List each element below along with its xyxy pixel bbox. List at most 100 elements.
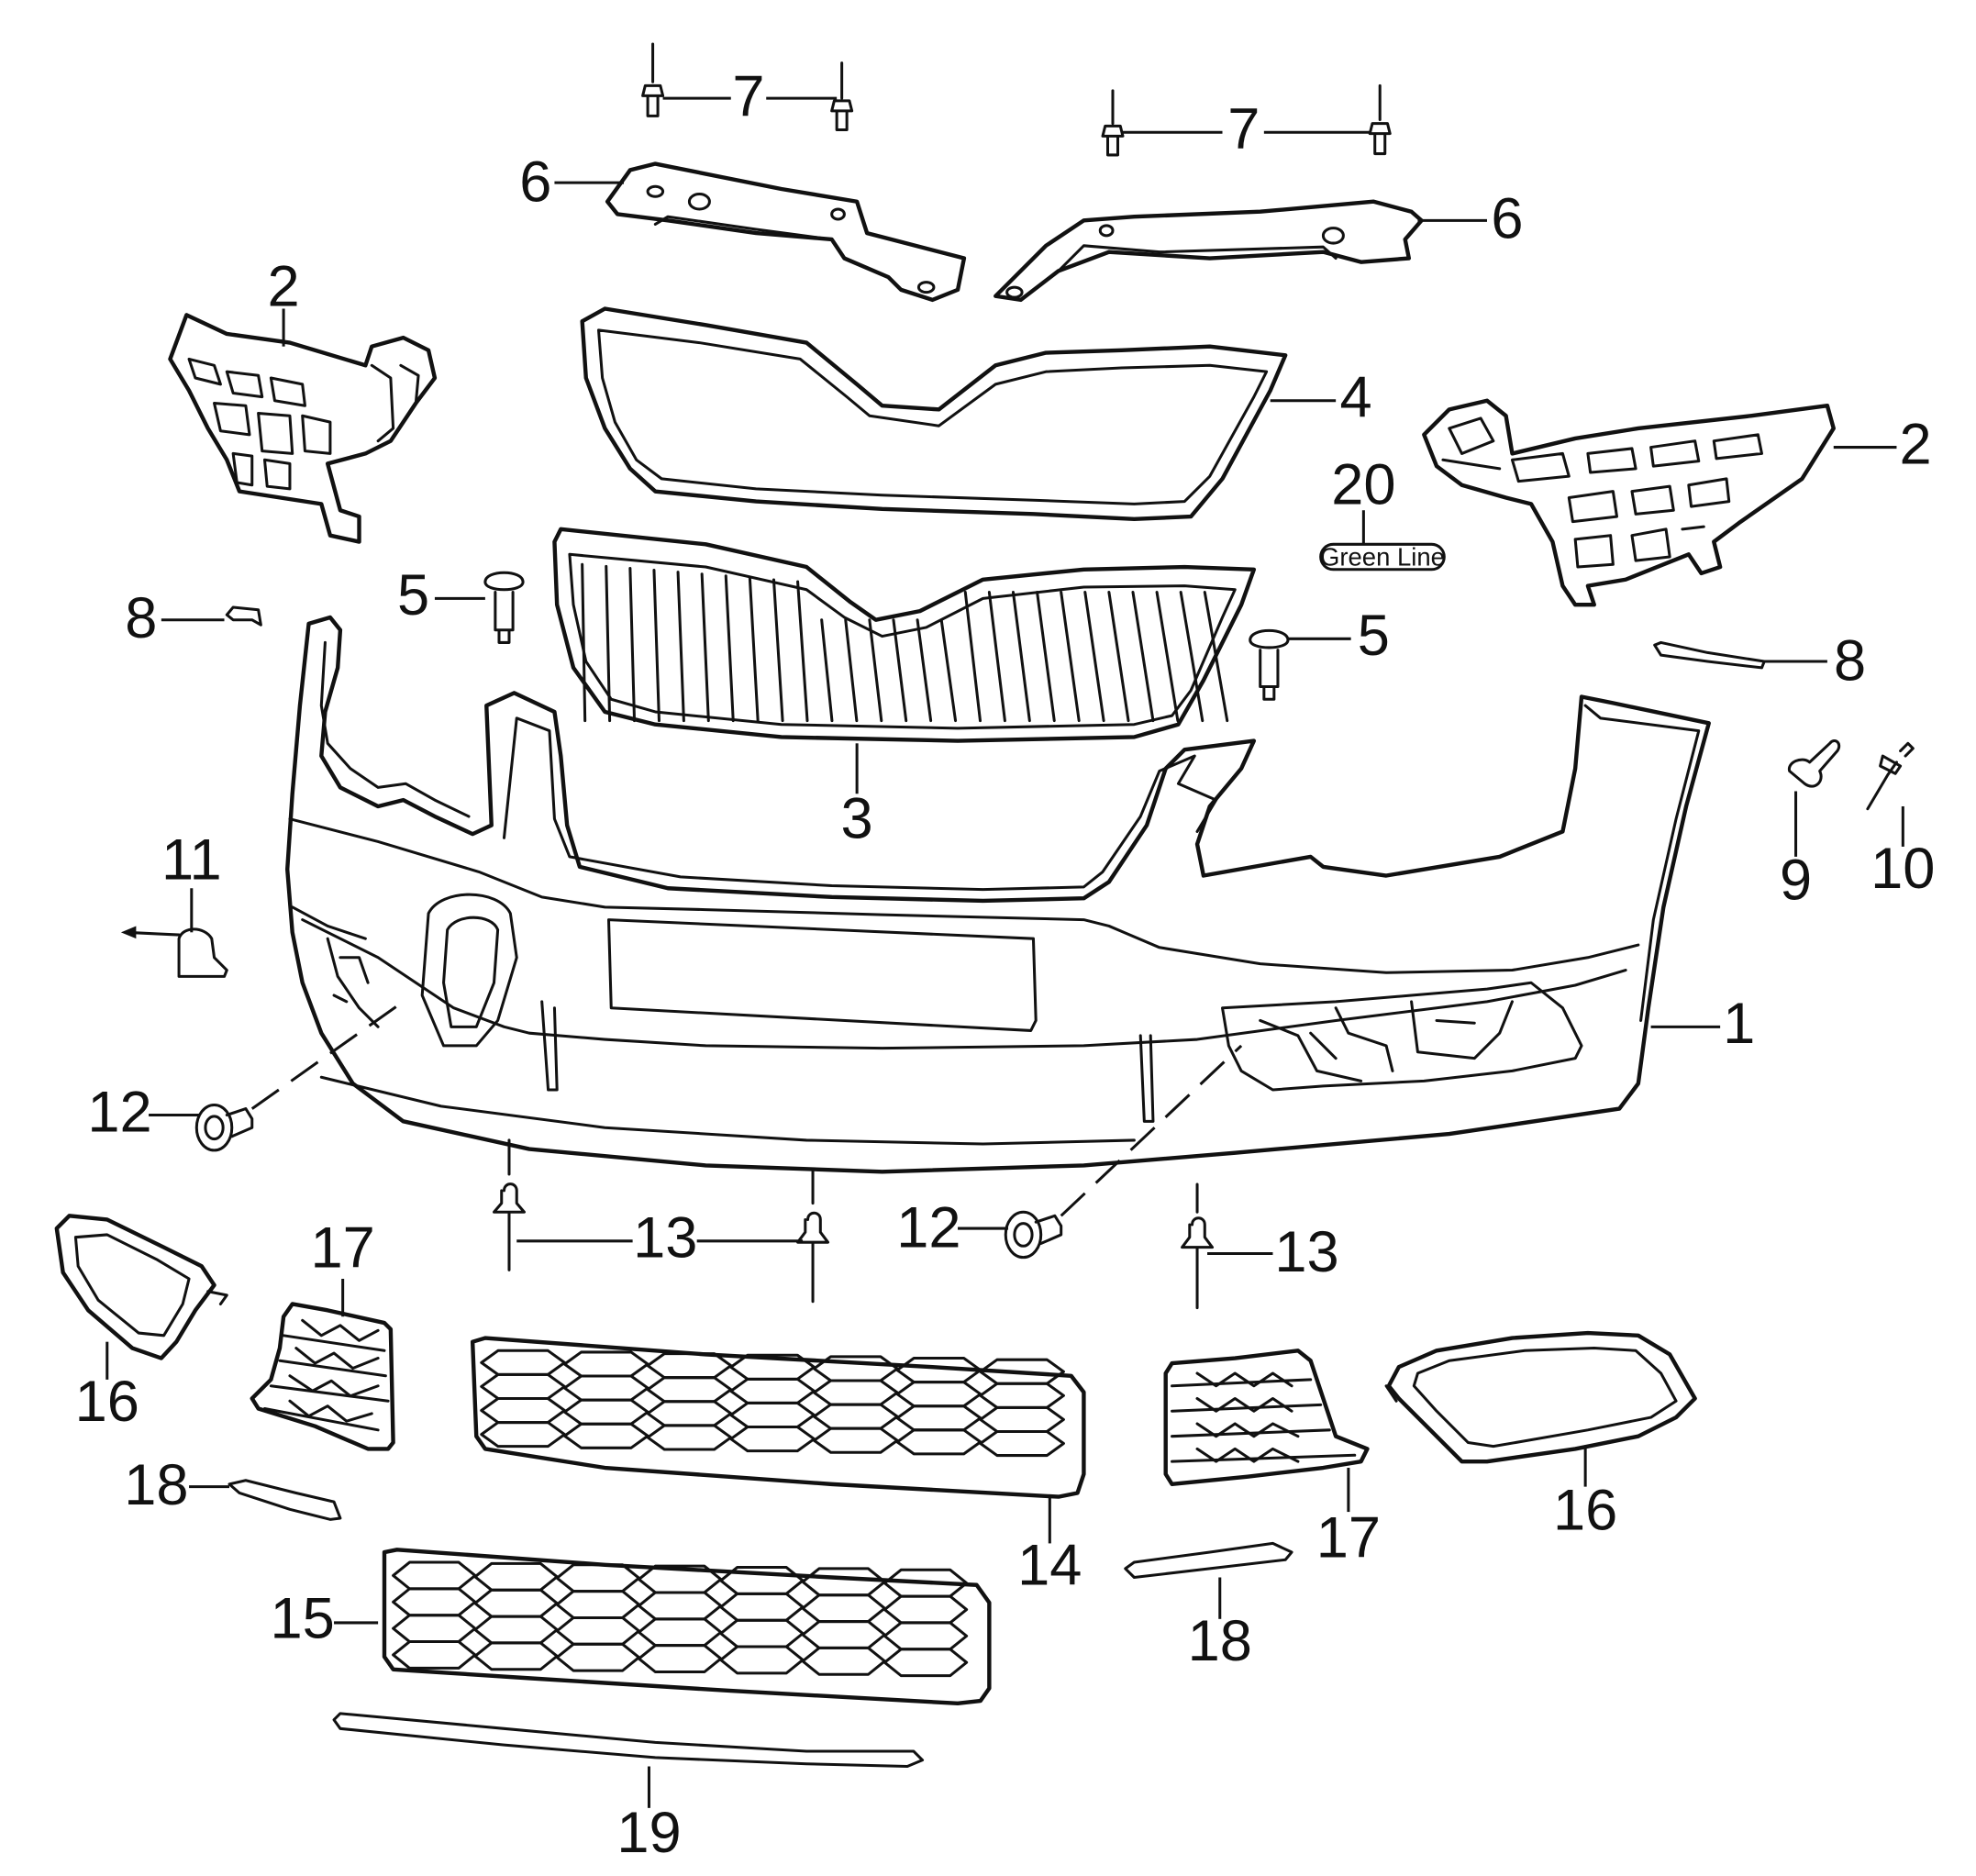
grille-15-cell (719, 1645, 805, 1675)
grille-15-cell (555, 1642, 640, 1672)
leader-lines (105, 96, 1904, 1808)
grille-14-cell (646, 1352, 733, 1380)
grille-14-cell (480, 1421, 566, 1449)
grille-bars (581, 562, 1229, 723)
grille-bar (1011, 590, 1031, 723)
grille-15-cell (637, 1591, 723, 1621)
grille-bar (724, 574, 735, 723)
part-16-fog-frame-left (54, 1214, 228, 1360)
grille-bar (1155, 590, 1180, 723)
grille-14-cell (895, 1404, 982, 1432)
grille-bar (1179, 590, 1204, 723)
grille-14-cell (562, 1422, 649, 1449)
grille-15-cell (473, 1641, 559, 1671)
part-12-bolt-right (1004, 1210, 1063, 1260)
grille-bar (1083, 590, 1105, 723)
callout-8-right: 8 (1834, 629, 1866, 694)
callout-5-left: 5 (397, 563, 429, 627)
grille-bar (796, 580, 809, 723)
part-19-lower-trim-strip (332, 1712, 925, 1769)
callout-17-left: 17 (311, 1216, 375, 1281)
grille-14-cell (895, 1428, 982, 1456)
grille-15-cells (392, 1560, 969, 1678)
grille-15-cell (473, 1561, 559, 1592)
grille-14-cell (562, 1350, 649, 1378)
grille-bar (892, 618, 908, 723)
part-10-rivet (1866, 741, 1915, 811)
callout-6-right: 6 (1491, 187, 1523, 251)
part-1-bumper-cover (285, 615, 1711, 1174)
part-18-trim-left (228, 1479, 342, 1521)
grille-bar (581, 562, 587, 723)
grille-14-cell (729, 1426, 816, 1453)
grille-15-cell (883, 1648, 969, 1678)
grille-bar (939, 618, 958, 723)
grille-bar (676, 571, 685, 723)
grille-15-cell (555, 1590, 640, 1619)
part-5-clip-left (483, 571, 525, 644)
callout-18-left: 18 (124, 1453, 188, 1517)
grille-bar (1131, 590, 1155, 723)
grille-15-cell (883, 1621, 969, 1651)
grille-14-cell (895, 1381, 982, 1408)
callout-16-right: 16 (1553, 1478, 1617, 1542)
grille-bar (1036, 590, 1056, 723)
callout-3: 3 (841, 786, 873, 850)
grille-bar (1203, 590, 1229, 723)
grille-15-cell (473, 1588, 559, 1618)
callout-labels: 1 2 2 3 4 5 5 6 6 7 7 8 8 9 10 11 12 12 … (75, 64, 1936, 1865)
part-5-clip-right (1249, 629, 1290, 701)
part-6-right-bracket (994, 199, 1424, 303)
callout-14: 14 (1017, 1534, 1082, 1598)
grille-bar (652, 569, 661, 723)
grille-14-cell (562, 1374, 649, 1402)
grille-15-cell (801, 1620, 886, 1649)
grille-15-cell (392, 1640, 477, 1670)
grille-14-cell (979, 1429, 1065, 1458)
part-2-left-bracket (168, 313, 438, 544)
callout-11: 11 (161, 828, 222, 893)
grille-15-cell (719, 1592, 805, 1622)
part-16-fog-frame-right (1384, 1330, 1697, 1464)
callout-5-right: 5 (1358, 604, 1390, 668)
part-9-screw (1787, 739, 1841, 788)
grille-14-cell (812, 1426, 899, 1454)
grille-15-cell (392, 1560, 477, 1591)
callout-15: 15 (271, 1586, 335, 1650)
grille-14-cell (646, 1376, 733, 1404)
grille-bar (772, 578, 784, 723)
grille-15-cell (555, 1563, 640, 1593)
grille-bar (1107, 590, 1130, 723)
grille-bar (605, 564, 612, 723)
grille-15-cell (637, 1617, 723, 1648)
callout-13-right: 13 (1274, 1220, 1338, 1284)
green-line-badge: Green Line (1319, 543, 1446, 572)
callout-12-right: 12 (896, 1196, 960, 1260)
part-11-tow-cap (120, 926, 228, 978)
callout-4: 4 (1340, 366, 1372, 430)
callout-1: 1 (1723, 992, 1755, 1056)
part-6-left-bracket (605, 161, 967, 303)
badge-text: Green Line (1320, 543, 1445, 572)
grille-bar (1060, 590, 1081, 723)
grille-bar (628, 566, 637, 723)
grille-15-cell (719, 1566, 805, 1595)
callout-7-left: 7 (732, 64, 764, 128)
callout-8-left: 8 (125, 586, 157, 650)
part-8-trim-left (225, 605, 262, 627)
grille-14-cell (979, 1382, 1065, 1409)
part-8-trim-right (1653, 640, 1766, 670)
grille-15-cell (719, 1618, 805, 1648)
grille-14-cell (812, 1379, 899, 1406)
grille-15-cell (801, 1646, 886, 1676)
part-13-rivets (492, 1138, 1215, 1310)
grille-14-cell (812, 1355, 899, 1382)
part-18-trim-right (1124, 1541, 1293, 1580)
grille-15-cell (473, 1615, 559, 1645)
callout-18-right: 18 (1188, 1609, 1252, 1673)
grille-15-cell (637, 1644, 723, 1674)
grille-14-cell (729, 1377, 816, 1404)
grille-bar (868, 618, 883, 723)
part-17-side-grille-left (250, 1302, 395, 1451)
